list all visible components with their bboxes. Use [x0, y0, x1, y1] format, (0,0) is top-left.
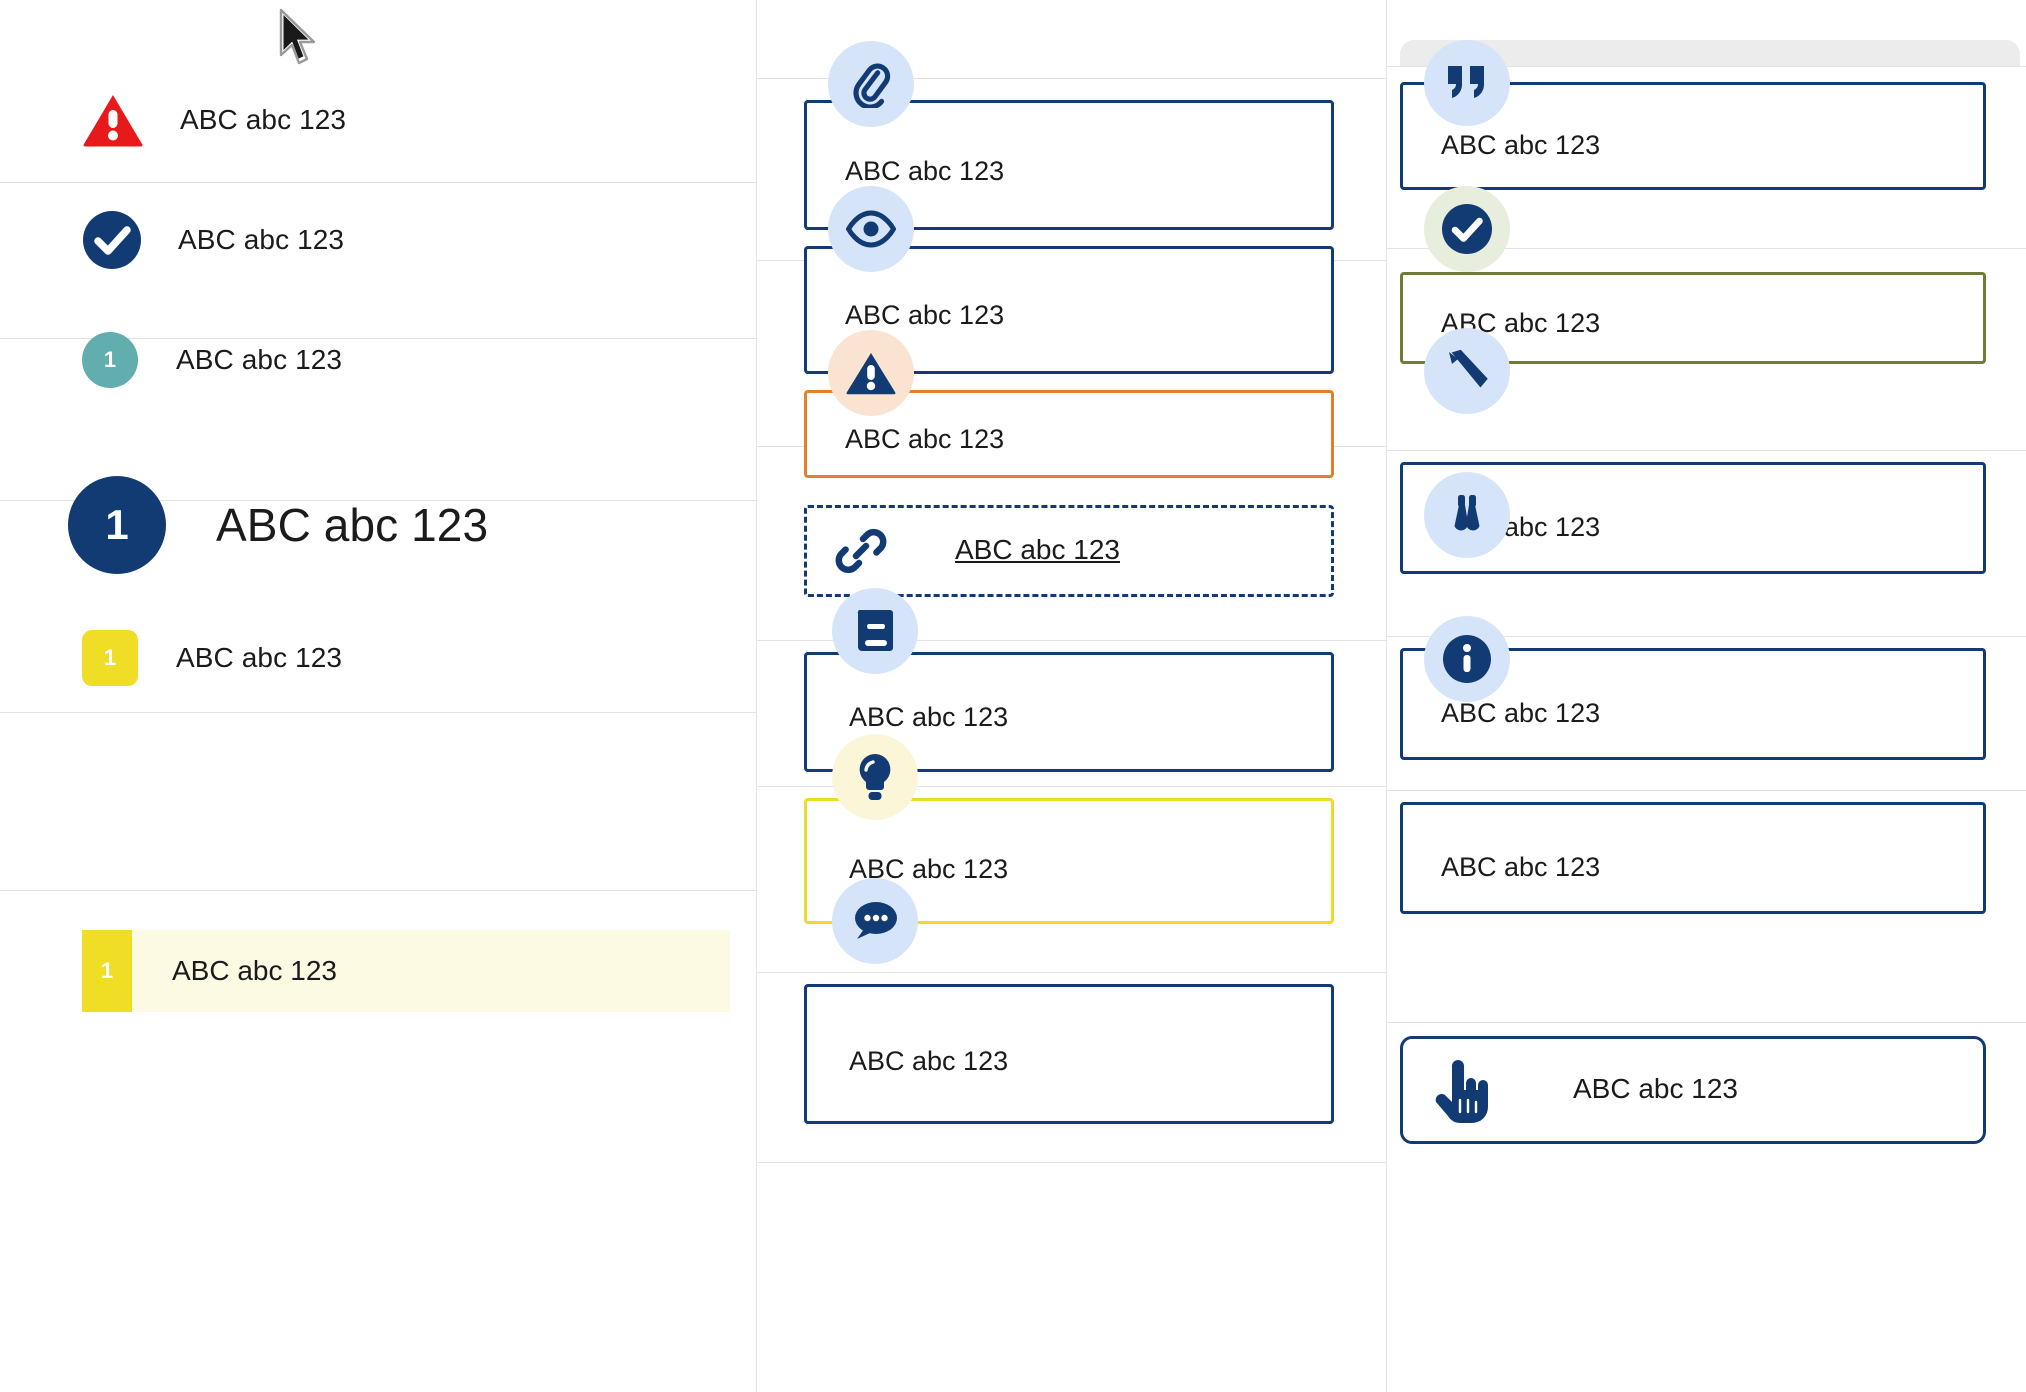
callout-highlight-row[interactable]: 1 ABC abc 123: [82, 930, 730, 1012]
link-chain-icon: [832, 522, 890, 580]
callout-label: ABC abc 123: [172, 955, 337, 986]
eye-icon: [828, 186, 914, 272]
pencil-icon: [1424, 328, 1510, 414]
card-link[interactable]: ABC abc 123: [804, 505, 1334, 597]
list-item-label: ABC abc 123: [216, 499, 489, 551]
card-action[interactable]: ABC abc 123: [1400, 1036, 1986, 1144]
list-item-yellow[interactable]: 1 ABC abc 123: [0, 618, 756, 698]
card-edit[interactable]: ABC abc 123: [1400, 462, 1986, 574]
left-sample-list: ABC abc 123 ABC abc 123 1 ABC abc 123 1 …: [0, 0, 756, 1392]
list-item-label: ABC abc 123: [178, 224, 345, 255]
list-item-label: ABC abc 123: [180, 104, 347, 135]
badge-value: 1: [103, 645, 117, 670]
pointing-hand-icon: [1428, 1058, 1498, 1128]
divider: [756, 78, 1386, 79]
card-label: ABC abc 123: [1441, 130, 1601, 160]
card-label: ABC abc 123: [845, 424, 1005, 454]
card-label: ABC abc 123: [1573, 1073, 1738, 1104]
card-info[interactable]: ABC abc 123: [1400, 802, 1986, 914]
badge-value: 1: [100, 958, 114, 983]
card-label: ABC abc 123: [1441, 852, 1601, 882]
number-circle-icon: 1: [68, 476, 166, 574]
divider: [1386, 248, 2026, 249]
divider: [756, 1162, 1386, 1163]
column-divider: [1386, 0, 1387, 1392]
list-item-teal[interactable]: 1 ABC abc 123: [0, 320, 756, 400]
right-card-column: ABC abc 123 ABC abc 123 ABC abc 123 ABC …: [1386, 0, 2026, 1392]
card-label: ABC abc 123: [849, 1046, 1009, 1076]
paperclip-icon: [828, 41, 914, 127]
number-circle-icon: 1: [82, 332, 138, 388]
divider: [756, 640, 1386, 641]
binoculars-icon: [1424, 472, 1510, 558]
badge-value: 1: [103, 347, 117, 372]
divider: [1386, 790, 2026, 791]
list-item-success[interactable]: ABC abc 123: [0, 200, 756, 280]
list-item-label: ABC abc 123: [176, 642, 343, 673]
divider: [756, 786, 1386, 787]
divider: [756, 972, 1386, 973]
divider: [0, 182, 756, 183]
middle-card-column: ABC abc 123 ABC abc 123 ABC abc 123 ABC …: [756, 0, 1386, 1392]
number-square-icon: 1: [82, 630, 138, 686]
card-label: ABC abc 123: [845, 156, 1005, 186]
divider: [0, 890, 756, 891]
divider: [1386, 450, 2026, 451]
list-item-error[interactable]: ABC abc 123: [0, 80, 756, 160]
warning-triangle-icon: [828, 330, 914, 416]
quote-icon: [1424, 40, 1510, 126]
warning-triangle-icon: [82, 92, 144, 148]
lightbulb-icon: [832, 734, 918, 820]
column-divider: [756, 0, 757, 1392]
divider: [1386, 66, 2026, 67]
check-circle-icon: [1424, 186, 1510, 272]
badge-value: 1: [105, 501, 129, 548]
card-link-label[interactable]: ABC abc 123: [955, 534, 1120, 565]
mouse-pointer-icon: [278, 8, 324, 70]
speech-bubble-icon: [832, 878, 918, 964]
list-item-label: ABC abc 123: [176, 344, 343, 375]
card-label: ABC abc 123: [849, 702, 1009, 732]
divider: [0, 712, 756, 713]
card-comment[interactable]: ABC abc 123: [804, 984, 1334, 1124]
check-circle-icon: [82, 210, 142, 270]
divider: [1386, 1022, 2026, 1023]
book-icon: [832, 588, 918, 674]
card-label: ABC abc 123: [1441, 698, 1601, 728]
card-label: ABC abc 123: [845, 300, 1005, 330]
info-circle-icon: [1424, 616, 1510, 702]
divider: [0, 338, 756, 339]
divider: [0, 500, 756, 501]
divider: [1386, 636, 2026, 637]
callout-number-bar: 1: [82, 930, 132, 1012]
card-visibility[interactable]: ABC abc 123: [804, 246, 1334, 374]
list-item-hero[interactable]: 1 ABC abc 123: [0, 470, 756, 580]
